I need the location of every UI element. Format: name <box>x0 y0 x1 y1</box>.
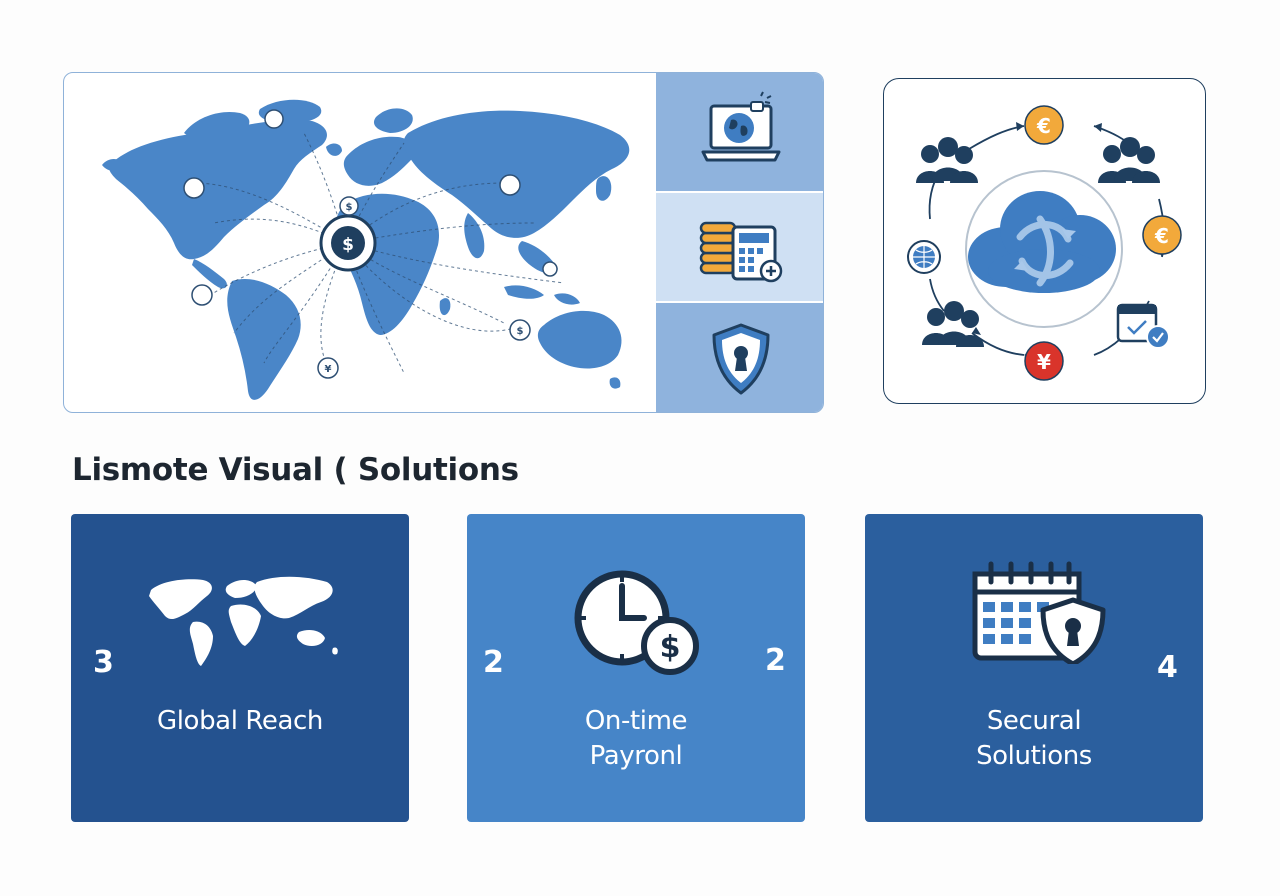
calendar-shield-icon <box>972 561 1106 664</box>
globe-icon <box>907 240 941 274</box>
euro-coin-icon: € <box>1142 215 1182 255</box>
svg-text:$: $ <box>517 326 524 337</box>
card-number-right: 2 <box>765 643 786 678</box>
card-secure-solutions[interactable]: 4 Secural Solutions <box>865 514 1203 822</box>
card-on-time-payroll[interactable]: $ 2 2 On-time Payronl <box>467 514 805 822</box>
svg-text:€: € <box>1154 224 1169 248</box>
card-label-line2: Payronl <box>589 741 683 771</box>
svg-text:$: $ <box>342 235 354 255</box>
world-map-icon <box>149 576 338 666</box>
hero-side-icons <box>656 73 823 412</box>
card-number-left: 2 <box>483 645 504 680</box>
world-network-map: $ $ ¥ $ <box>102 99 630 400</box>
section-heading: Lismote Visual ( Solutions <box>72 452 519 488</box>
svg-text:$: $ <box>660 630 681 665</box>
side-cell-laptop <box>656 73 823 191</box>
card-number: 4 <box>1157 650 1178 685</box>
clock-dollar-icon: $ <box>574 570 699 675</box>
card-label: Secural Solutions <box>865 704 1203 774</box>
svg-text:¥: ¥ <box>325 364 332 375</box>
card-label-line2: Solutions <box>976 741 1092 771</box>
card-label: Global Reach <box>156 706 323 736</box>
svg-text:€: € <box>1036 114 1051 138</box>
card-global-reach[interactable]: 3 Global Reach <box>71 514 409 822</box>
side-cell-shield <box>656 303 823 412</box>
shield-keyhole-icon <box>712 323 769 394</box>
card-label-line1: Secural <box>986 706 1082 736</box>
card-label: On-time Payronl <box>467 704 805 774</box>
people-group-icon <box>916 137 1160 347</box>
coins-calculator-icon <box>699 221 782 283</box>
hero-panel: $ $ ¥ $ <box>63 72 824 413</box>
euro-coin-icon: € <box>1024 105 1064 145</box>
svg-text:¥: ¥ <box>1037 350 1051 374</box>
side-cell-coins <box>656 193 823 301</box>
payment-cycle-panel: € € ¥ <box>883 78 1206 404</box>
calendar-check-icon <box>1116 303 1170 349</box>
payment-cycle-diagram: € € ¥ <box>907 105 1182 381</box>
svg-text:$: $ <box>346 202 353 213</box>
laptop-globe-icon <box>701 91 780 162</box>
yen-coin-icon: ¥ <box>1024 341 1064 381</box>
card-label-line1: On-time <box>584 706 688 736</box>
card-number: 3 <box>93 645 114 680</box>
